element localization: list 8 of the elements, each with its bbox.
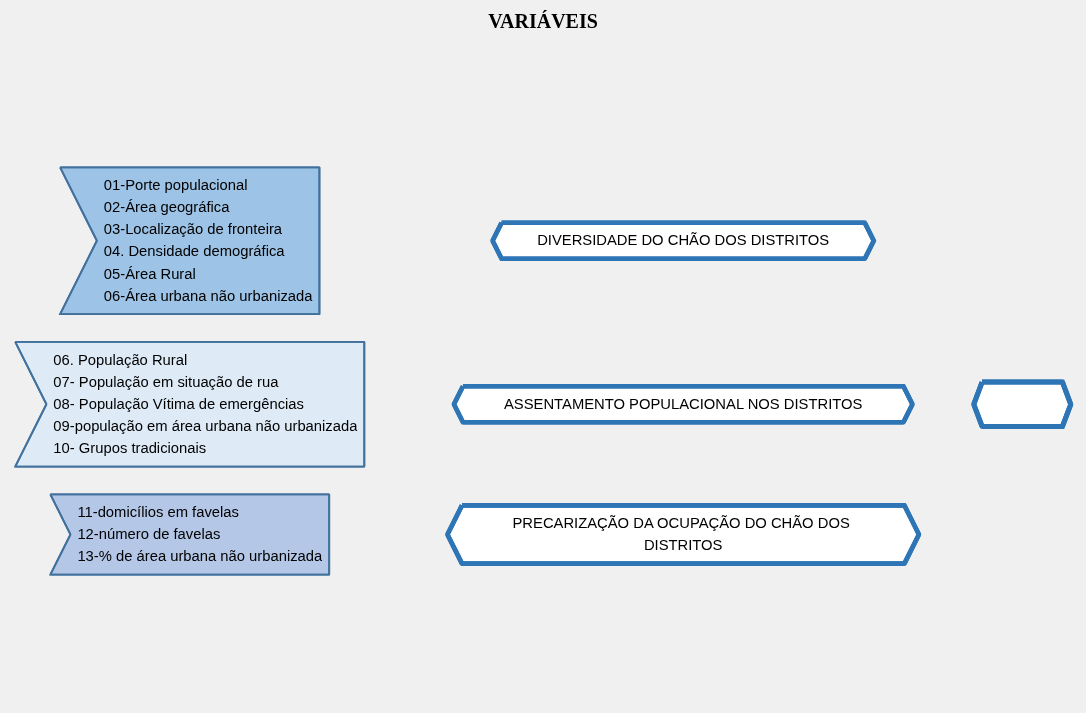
hexagon-node: PRECARIZAÇÃO DA OCUPAÇÃO DO CHÃO DOS DISTRITOS [445, 503, 922, 566]
hexagon-node: DIVERSIDADE DO CHÃO DOS DISTRITOS [490, 220, 877, 262]
variable-list-shape: 01-Porte populacional 02-Área geográfica 03-Localização de fronteira 04. Densidade demográfica 05-Área Rural 06-Área urbana não urbanizada [59, 166, 321, 316]
variable-list-shape: 11-domicílios em favelas 12-número de favelas 13-% de área urbana não urbanizada [49, 493, 331, 576]
hexagon-node: ASSENTAMENTO POPULACIONAL NOS DISTRITOS [451, 383, 915, 425]
variable-list-shape: 06. População Rural 07- População em situação de rua 08- População Vítima de emergências 09-população em área urbana não urbanizada 10- Grupos tradicionais [14, 340, 366, 468]
diagram-title: VARIÁVEIS [488, 10, 598, 33]
hexagon-node [971, 379, 1074, 429]
